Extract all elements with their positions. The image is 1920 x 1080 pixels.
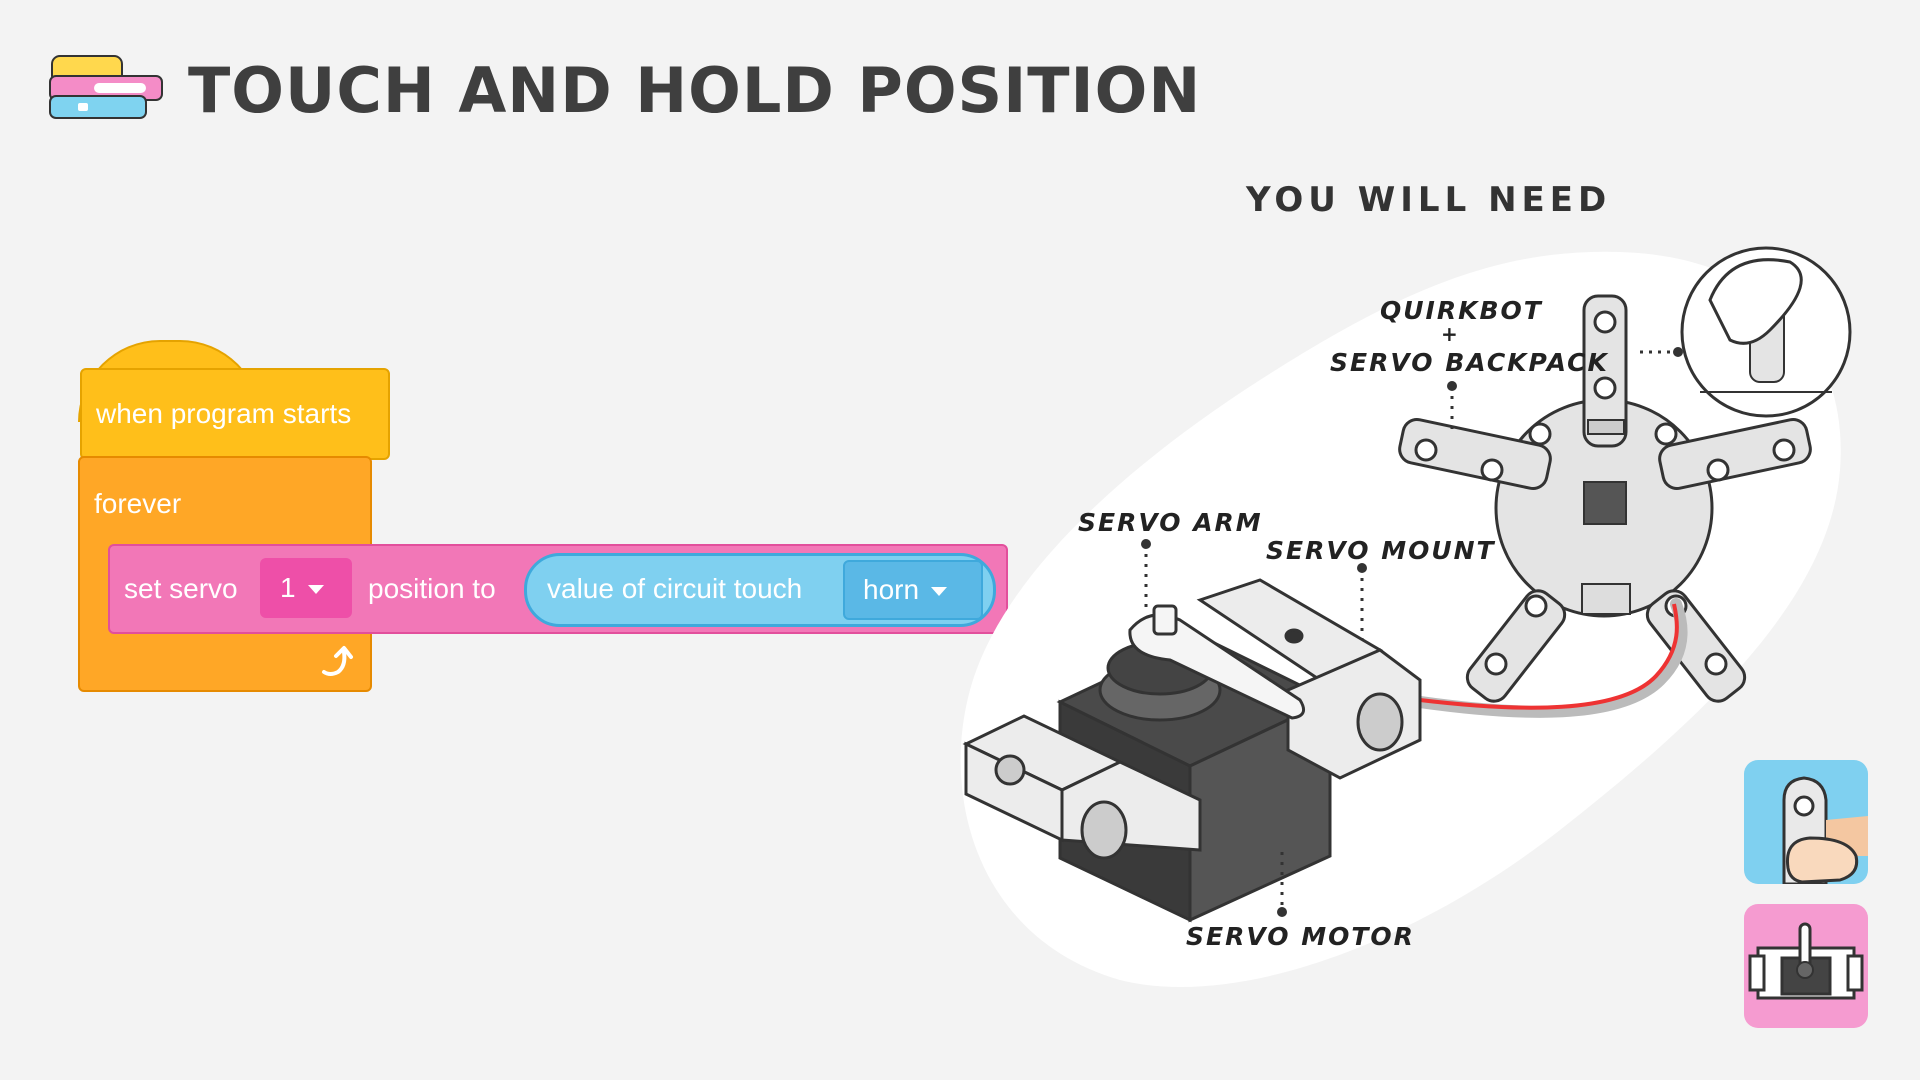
label-servo-mount: SERVO MOUNT — [1266, 536, 1496, 565]
touch-horn-tile — [1744, 760, 1868, 886]
servo-arm — [1128, 604, 1306, 720]
circuit-touch-dropdown[interactable]: horn — [843, 560, 983, 620]
position-to-label: position to — [368, 573, 496, 604]
servo-number-dropdown[interactable]: 1 — [260, 558, 352, 618]
reporter-label: value of circuit touch — [547, 573, 803, 604]
servo-mount-left — [962, 714, 1202, 860]
hat-label: when program starts — [96, 398, 352, 429]
label-servo-arm: SERVO ARM — [1078, 508, 1263, 537]
zoom-detail-circle — [1680, 246, 1852, 418]
servo-number-value: 1 — [280, 572, 296, 603]
circuit-touch-value: horn — [863, 574, 920, 605]
label-servo-backpack: SERVO BACKPACK — [1330, 348, 1609, 377]
touch-horn-icon — [1782, 776, 1868, 886]
code-blocks-logo-icon — [49, 55, 163, 119]
servo-icon — [1748, 922, 1864, 1000]
chevron-down-icon — [307, 585, 324, 595]
servo-mount-right — [1196, 578, 1422, 780]
set-servo-label: set servo — [124, 573, 238, 604]
circuit-touch-reporter[interactable]: value of circuit touch horn — [524, 553, 996, 627]
servo-tile — [1744, 904, 1868, 1028]
forever-label: forever — [94, 488, 182, 519]
label-servo-motor: SERVO MOTOR — [1186, 922, 1415, 951]
when-program-starts-block[interactable]: when program starts — [80, 368, 390, 460]
you-will-need-heading: YOU WILL NEED — [1246, 180, 1612, 220]
label-plus: + — [1441, 322, 1460, 346]
page-title: TOUCH AND HOLD POSITION — [188, 54, 1202, 127]
chevron-down-icon — [931, 587, 948, 597]
repeat-arrow-icon — [322, 646, 353, 676]
label-quirkbot: QUIRKBOT — [1380, 296, 1543, 325]
